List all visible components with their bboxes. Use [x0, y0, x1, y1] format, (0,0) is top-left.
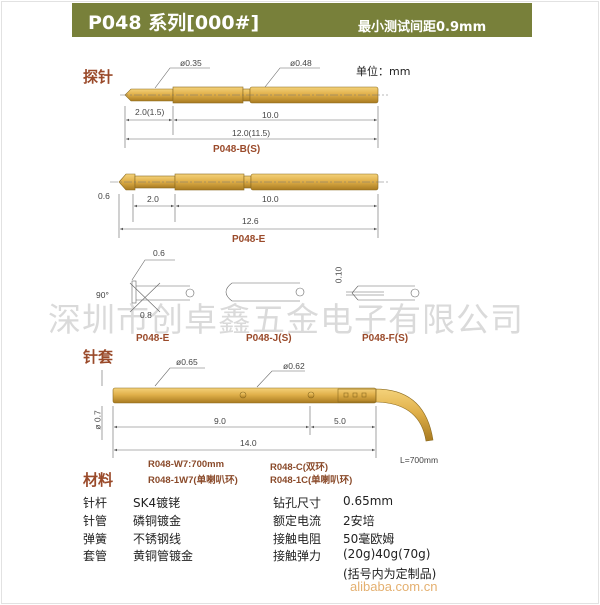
spec-key: 额定电流 [273, 514, 322, 528]
dim-b-d2: ø0.48 [290, 58, 312, 68]
custom-note: (括号内为定制品) [343, 567, 437, 581]
dim-sleeve-d2: ø0.62 [283, 361, 305, 371]
mat-value: 黄铜管镀金 [133, 549, 194, 563]
model-r048-1w7: R048-1W7(单喇叭环) [148, 475, 238, 486]
spec-key: 钻孔尺寸 [273, 496, 322, 510]
dim-b-len1: 2.0(1.5) [135, 107, 165, 117]
spec-value: 0.65mm [343, 494, 394, 508]
tip-e-dim2: 0.8 [140, 310, 152, 320]
dim-e-total: 12.6 [242, 216, 259, 226]
tip-label-fs: P048-F(S) [362, 333, 409, 344]
dim-e-len1: 2.0 [147, 194, 159, 204]
dim-sleeve-total: 14.0 [240, 438, 257, 448]
mat-value: 磷铜镀金 [133, 514, 182, 528]
tip-label-js: P048-J(S) [246, 333, 292, 344]
dim-sleeve-d3: ø 0.7 [92, 410, 103, 430]
dim-e-len2: 10.0 [262, 194, 279, 204]
dim-sleeve-len1: 9.0 [214, 416, 226, 426]
mat-key: 套管 [83, 549, 108, 563]
dim-b-d1: ø0.35 [180, 58, 202, 68]
dim-e-head: 0.6 [98, 191, 110, 201]
model-r048-c: R048-C(双环) [270, 462, 329, 473]
spec-value: (20g)40g(70g) [343, 547, 431, 561]
page-title: P048 系列[000#] [88, 12, 260, 34]
header-bar [72, 3, 532, 37]
tip-f-dim1: 0.10 [333, 266, 344, 284]
probe-section-title: 探针 [83, 68, 114, 86]
tip-e-dim1: 0.6 [153, 248, 165, 258]
unit-label: 单位：mm [356, 65, 411, 78]
materials-section-title: 材料 [83, 471, 114, 489]
label-p048-bs: P048-B(S) [213, 144, 261, 155]
spec-key: 接触电阻 [273, 532, 322, 546]
spec-key: 接触弹力 [273, 549, 322, 563]
mat-key: 弹簧 [83, 532, 108, 546]
mat-value: 不锈钢线 [133, 532, 182, 546]
dim-sleeve-len2: 5.0 [334, 416, 346, 426]
dim-b-total: 12.0(11.5) [232, 128, 271, 138]
tip-e-angle: 90° [96, 290, 109, 300]
spec-value: 2安培 [343, 514, 375, 528]
sleeve-drawing [112, 387, 434, 442]
sleeve-section-title: 针套 [83, 348, 114, 366]
model-r048-1c: R048-1C(单喇叭环) [270, 475, 353, 486]
model-r048-w7: R048-W7:700mm [148, 459, 225, 470]
label-p048-e: P048-E [232, 234, 266, 245]
source-watermark: alibaba.com.cn [350, 579, 438, 594]
mat-key: 针杆 [83, 496, 108, 510]
watermark: 深圳市创卓鑫五金电子有限公司 [48, 300, 524, 339]
tip-label-e: P048-E [136, 333, 170, 344]
min-pitch: 最小测试间距0.9mm [358, 20, 487, 35]
mat-key: 针管 [83, 514, 108, 528]
wire-length: L=700mm [400, 455, 439, 465]
spec-value: 50毫欧姆 [343, 532, 395, 546]
mat-value: SK4镀铑 [133, 496, 181, 510]
dim-sleeve-d1: ø0.65 [176, 357, 198, 367]
dim-b-len2: 10.0 [262, 110, 279, 120]
